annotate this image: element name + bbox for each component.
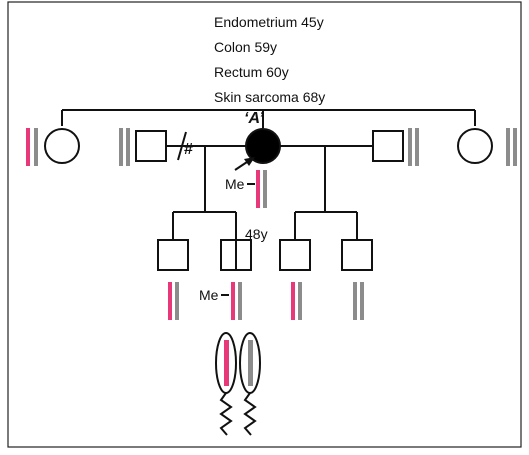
chromosome-left-mutant [224, 340, 229, 386]
generation-one [44, 128, 493, 164]
proband-allele-2 [263, 170, 267, 208]
son-2-allele-1 [231, 282, 235, 320]
pedigree-lines [61, 109, 476, 240]
cancer-item-2: Colon 59y [214, 39, 277, 55]
proband-me-label: Me [225, 176, 245, 192]
son-1-allele-1 [168, 282, 172, 320]
son-4-allele-2 [360, 282, 364, 320]
chromosome-left-tail [219, 392, 233, 436]
son-1-allele-2 [175, 282, 179, 320]
separation-mark [177, 131, 187, 161]
proband-allele-1 [256, 170, 260, 208]
son-3-allele-2 [298, 282, 302, 320]
cancer-item-1: Endometrium 45y [214, 14, 324, 30]
husband-one-square [135, 130, 167, 162]
son-me-label: Me [199, 287, 219, 303]
proband-circle [245, 128, 281, 164]
chromosome-right-normal [248, 340, 253, 386]
son-3-square [279, 239, 311, 271]
right-sister-allele-2 [513, 128, 517, 166]
left-sister-allele-2 [34, 128, 38, 166]
proband-arrow [234, 157, 255, 171]
son-1-square [157, 239, 189, 271]
son-4-allele-1 [353, 282, 357, 320]
generation-two-alleles [168, 282, 364, 320]
son-4-square [341, 239, 373, 271]
right-sister-allele-1 [506, 128, 510, 166]
hash-mark: # [184, 141, 193, 158]
cancer-item-3: Rectum 60y [214, 64, 289, 80]
husband-one-allele-2 [126, 128, 130, 166]
son-2-allele-2 [238, 282, 242, 320]
left-sister-circle [44, 128, 80, 164]
son-3-allele-1 [291, 282, 295, 320]
husband-two-allele-2 [415, 128, 419, 166]
proband-label: ‘A’ [244, 110, 264, 127]
husband-two-allele-1 [408, 128, 412, 166]
right-sister-circle [457, 128, 493, 164]
figure-frame [7, 1, 522, 448]
generation-one-alleles [26, 128, 517, 208]
cancer-item-4: Skin sarcoma 68y [214, 89, 325, 105]
left-sister-allele-1 [26, 128, 30, 166]
husband-one-allele-1 [119, 128, 123, 166]
generation-two [157, 239, 373, 271]
chromosome-right-tail [243, 392, 257, 436]
son-2-age: 48y [245, 226, 268, 242]
chromosome-pair-detail [215, 332, 261, 436]
husband-two-square [372, 130, 404, 162]
cancer-history: Endometrium 45y Colon 59y Rectum 60y Ski… [214, 14, 325, 105]
